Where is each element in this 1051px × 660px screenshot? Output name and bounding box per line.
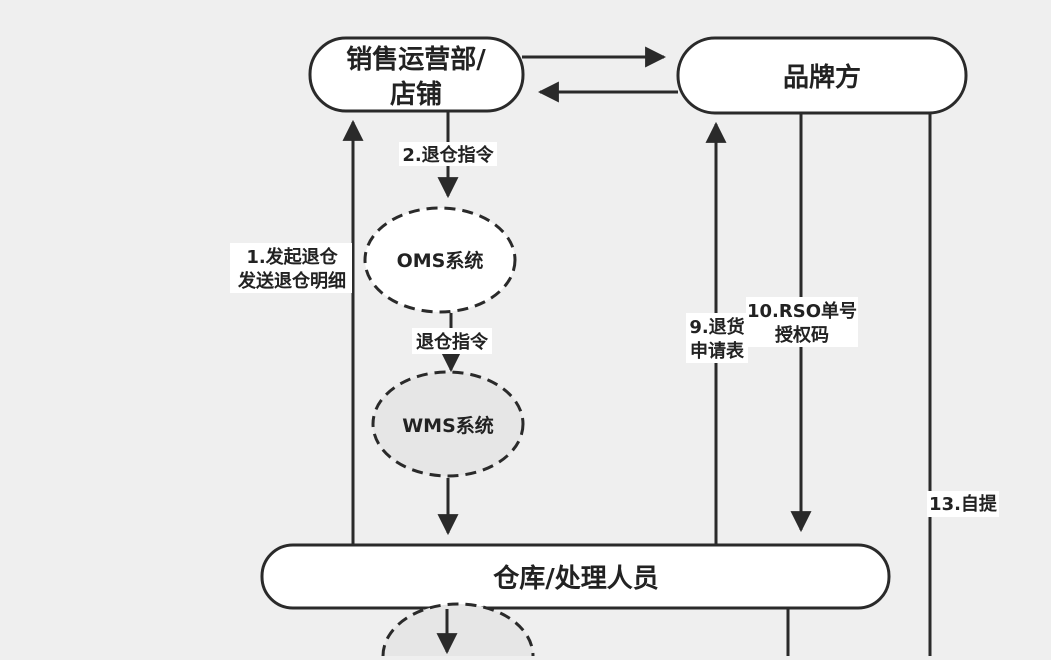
node-oms bbox=[363, 206, 517, 314]
edge-9-label-line1: 9.退货 bbox=[689, 316, 744, 338]
node-sales-label-line2: 店铺 bbox=[390, 80, 442, 110]
edge-9-label-line2: 申请表 bbox=[690, 340, 745, 362]
edge-3-label: 退仓指令 bbox=[416, 331, 489, 353]
edge-10-label-line1: 10.RSO单号 bbox=[747, 300, 857, 322]
node-brand bbox=[676, 36, 968, 115]
node-warehouse-label: 仓库/处理人员 bbox=[492, 563, 659, 594]
node-wms bbox=[371, 370, 525, 478]
edge-10-label-line2: 授权码 bbox=[775, 324, 829, 346]
node-brand-label: 品牌方 bbox=[783, 62, 861, 93]
node-sales bbox=[308, 36, 525, 113]
node-wms-label: WMS系统 bbox=[402, 414, 494, 437]
node-sales-label-line1: 销售运营部/ bbox=[346, 44, 486, 75]
edge-2-label: 2.退仓指令 bbox=[402, 144, 494, 166]
node-warehouse bbox=[260, 543, 891, 610]
edge-1-label-line1: 1.发起退仓 bbox=[246, 246, 338, 268]
node-bottom-partial bbox=[381, 602, 535, 657]
node-oms-label: OMS系统 bbox=[397, 249, 484, 272]
edge-1-label-line2: 发送退仓明细 bbox=[237, 270, 346, 292]
edge-13-label: 13.自提 bbox=[929, 493, 998, 515]
